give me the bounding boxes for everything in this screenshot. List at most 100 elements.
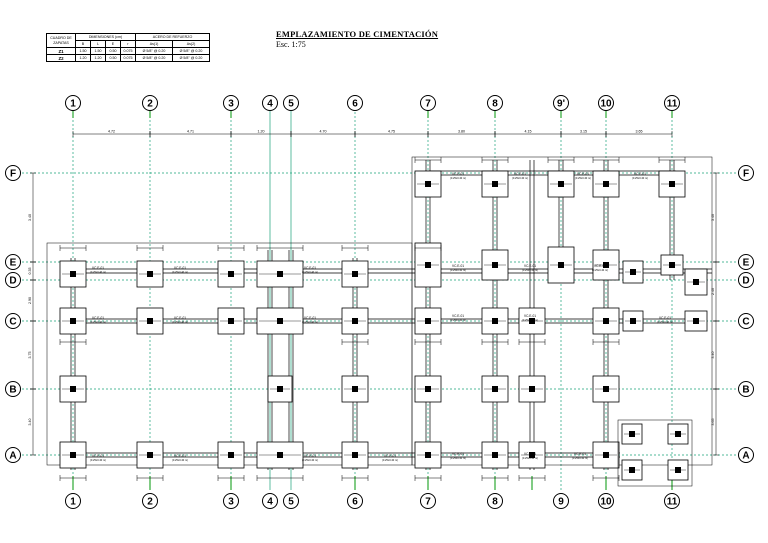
grid-bubble-top: 3 — [223, 95, 239, 111]
footing — [592, 441, 620, 469]
grid-bubble-bottom: 10 — [598, 493, 614, 509]
grid-bubble-label: 2 — [147, 99, 153, 110]
beam-dim-label: (0.25x0.40 m) — [512, 176, 528, 180]
footing — [267, 375, 293, 403]
footing — [414, 242, 442, 288]
grid-bubble-label: 6 — [352, 497, 358, 508]
footing — [59, 375, 87, 403]
grid-bubble-bottom: 9 — [553, 493, 569, 509]
grid-bubble-bottom: 3 — [223, 493, 239, 509]
footing — [136, 441, 164, 469]
grid-bubble-label: A — [742, 451, 749, 462]
grid-bubble-label: 4 — [267, 497, 273, 508]
grid-bubble-label: 11 — [667, 99, 678, 110]
footing — [59, 441, 87, 469]
grid-bubble-top: 4 — [262, 95, 278, 111]
beam-dim-label: (0.25x0.40 m) — [522, 456, 538, 460]
grid-bubble-bottom: 2 — [142, 493, 158, 509]
grid-bubble-circle — [223, 95, 239, 111]
beam-dim-label: (0.25x0.40 m) — [302, 270, 318, 274]
footing — [622, 310, 644, 332]
footing — [518, 441, 546, 469]
grid-bubble-label: E — [10, 258, 17, 269]
beam-label: VC.E-01 — [452, 264, 464, 268]
beam-label: VC.E-01 — [92, 454, 104, 458]
beam-label: VC.E-01 — [574, 452, 586, 456]
footing — [414, 307, 442, 335]
grid-bubble-circle — [65, 95, 81, 111]
grid-bubble-top: 5 — [283, 95, 299, 111]
grid-bubble-circle — [487, 493, 503, 509]
beam-dim-label: (0.25x0.40 m) — [632, 176, 648, 180]
footing — [136, 260, 164, 288]
beam-label: VC.E-01 — [304, 266, 316, 270]
beam-dim-label: (0.25x0.40 m) — [522, 318, 538, 322]
grid-bubble-top: 1 — [65, 95, 81, 111]
grid-bubble-bottom: 11 — [664, 493, 680, 509]
grid-bubble-label: 10 — [600, 99, 612, 110]
grid-bubble-circle — [598, 95, 614, 111]
grid-bubble-left: B — [5, 381, 21, 397]
beam-label: VC.E-01 — [524, 452, 536, 456]
dimension-label: 4.71 — [187, 130, 194, 134]
beam-label: VC.E-01 — [577, 172, 589, 176]
footing — [341, 441, 369, 469]
grid-bubble-circle — [283, 493, 299, 509]
grid-bubble-label: F — [743, 169, 749, 180]
dimension-label: 2.90 — [28, 297, 32, 304]
beam-dim-label: (0.25x0.40 m) — [657, 320, 673, 324]
grid-bubble-circle — [347, 493, 363, 509]
grid-bubble-left: E — [5, 254, 21, 270]
footing — [667, 459, 689, 481]
beam-label: VC.E-01 — [594, 264, 606, 268]
grid-bubble-label: 4 — [267, 99, 273, 110]
beam-label: VC.E-01 — [384, 454, 396, 458]
grid-bubble-circle — [283, 95, 299, 111]
grid-bubble-label: 7 — [425, 497, 431, 508]
footing — [341, 375, 369, 403]
grid-bubble-circle — [738, 447, 754, 463]
dimension-label: 3.40 — [711, 352, 715, 359]
footing — [136, 307, 164, 335]
grid-bubble-top: 9' — [553, 95, 569, 111]
footing — [256, 307, 304, 335]
grid-bubble-right: F — [738, 165, 754, 181]
grid-bubble-label: B — [742, 385, 749, 396]
grid-bubble-circle — [5, 447, 21, 463]
footing — [217, 441, 245, 469]
footing — [518, 307, 546, 335]
grid-bubble-circle — [5, 381, 21, 397]
beam-dim-label: (0.25x0.40 m) — [575, 176, 591, 180]
beam-dim-label: (0.25x0.40 m) — [172, 320, 188, 324]
footing — [414, 441, 442, 469]
footing — [341, 307, 369, 335]
grid-bubble-circle — [738, 254, 754, 270]
grid-bubble-circle — [738, 165, 754, 181]
grid-bubble-circle — [142, 493, 158, 509]
beam-dim-label: (0.25x0.40 m) — [172, 270, 188, 274]
footing — [414, 375, 442, 403]
beam-dim-label: (0.25x0.40 m) — [382, 458, 398, 462]
footing — [256, 260, 304, 288]
footing — [59, 307, 87, 335]
grid-bubble-label: 3 — [228, 99, 234, 110]
grid-bubble-circle — [142, 95, 158, 111]
grid-bubble-label: 8 — [492, 497, 498, 508]
beam-dim-label: (0.25x0.40 m) — [90, 458, 106, 462]
footing — [592, 249, 620, 281]
grid-bubble-top: 6 — [347, 95, 363, 111]
grid-bubble-label: B — [9, 385, 16, 396]
grid-bubble-label: 1 — [70, 99, 76, 110]
grid-bubble-label: 7 — [425, 99, 431, 110]
beam-label: VC.E-01 — [452, 314, 464, 318]
grid-bubble-bottom: 5 — [283, 493, 299, 509]
grid-bubble-top: 10 — [598, 95, 614, 111]
grid-bubble-circle — [262, 95, 278, 111]
beam-label: VC.E-01 — [174, 316, 186, 320]
dimension-label: 2.40 — [711, 288, 715, 295]
grid-bubble-label: E — [743, 258, 750, 269]
beam-label: VC.E-01 — [304, 316, 316, 320]
footing — [59, 260, 87, 288]
grid-bubble-circle — [5, 165, 21, 181]
